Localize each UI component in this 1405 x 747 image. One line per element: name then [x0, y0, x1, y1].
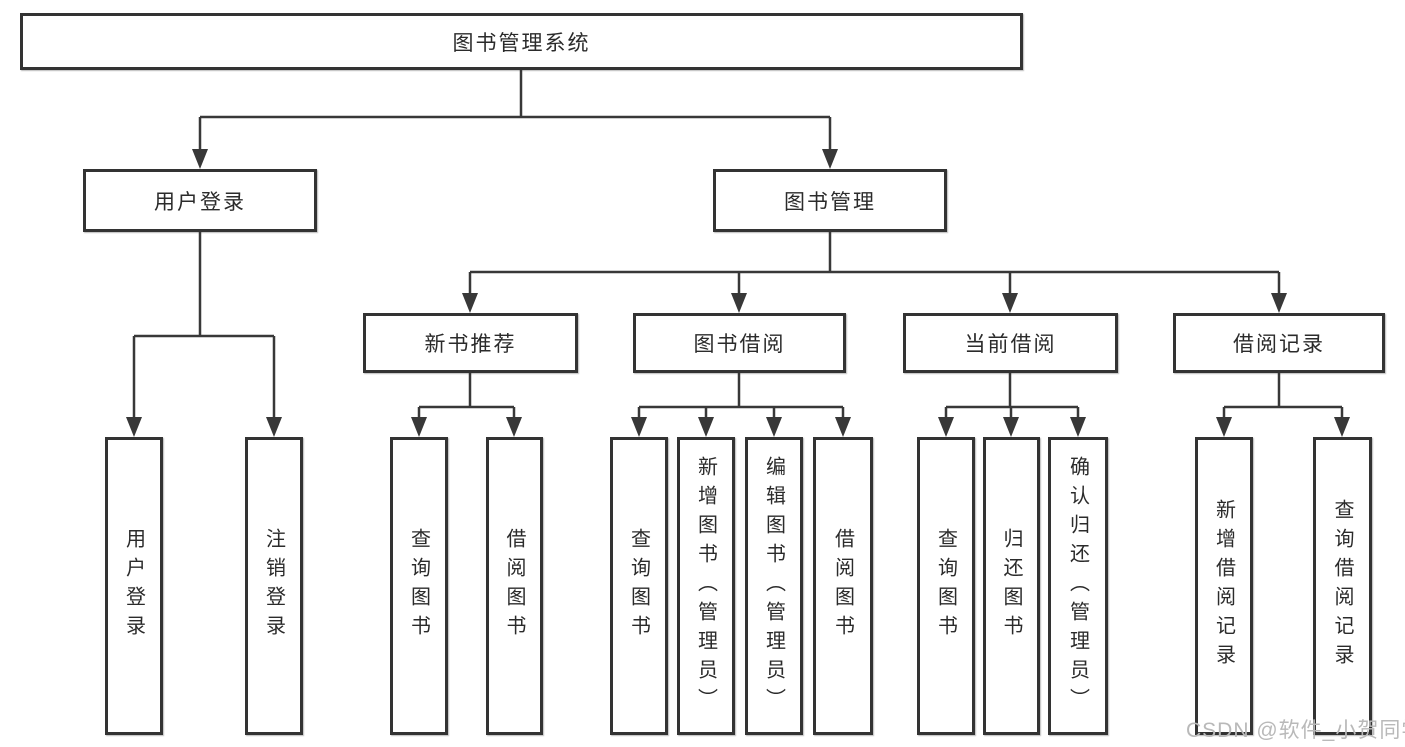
- node-label: 用户登录: [154, 190, 246, 214]
- node-label: 编辑图书（管理员）: [762, 455, 785, 717]
- leaf-edit-book-admin: 编辑图书（管理员）: [745, 437, 803, 735]
- node-root-system: 图书管理系统: [20, 13, 1023, 70]
- csdn-watermark: CSDN @软件_小贺同学: [1186, 719, 1405, 742]
- leaf-borrow-books: 借阅图书: [813, 437, 873, 735]
- node-current-borrow: 当前借阅: [903, 313, 1118, 373]
- node-label: 用户登录: [122, 528, 145, 644]
- node-label: 图书管理: [784, 190, 876, 214]
- node-label: 新增图书（管理员）: [694, 455, 717, 717]
- node-label: 归还图书: [1000, 528, 1022, 644]
- node-label: 当前借阅: [964, 333, 1057, 356]
- leaf-add-book-admin: 新增图书（管理员）: [677, 437, 735, 735]
- leaf-return-book: 归还图书: [983, 437, 1040, 735]
- leaf-query-books-recommend: 查询图书: [390, 437, 448, 735]
- leaf-query-borrow-record: 查询借阅记录: [1313, 437, 1372, 735]
- node-label: 借阅图书: [831, 528, 854, 644]
- leaf-user-login: 用户登录: [105, 437, 163, 735]
- node-label: 注销登录: [262, 528, 285, 644]
- node-label: 查询借阅记录: [1331, 499, 1353, 673]
- node-label: 确认归还（管理员）: [1066, 455, 1089, 717]
- leaf-confirm-return-admin: 确认归还（管理员）: [1048, 437, 1108, 735]
- leaf-logout: 注销登录: [245, 437, 303, 735]
- leaf-query-books-borrow: 查询图书: [610, 437, 668, 735]
- leaf-query-books-current: 查询图书: [917, 437, 975, 735]
- leaf-borrow-books-recommend: 借阅图书: [486, 437, 543, 735]
- node-label: 借阅图书: [503, 528, 525, 644]
- node-book-management: 图书管理: [713, 169, 947, 232]
- node-label: 查询图书: [407, 528, 430, 644]
- node-label: 借阅记录: [1233, 333, 1325, 356]
- node-label: 查询图书: [627, 528, 650, 644]
- node-user-login: 用户登录: [83, 169, 317, 232]
- node-book-borrow: 图书借阅: [633, 313, 846, 373]
- leaf-add-borrow-record: 新增借阅记录: [1195, 437, 1253, 735]
- node-borrow-record: 借阅记录: [1173, 313, 1385, 373]
- node-label: 新增借阅记录: [1212, 499, 1235, 673]
- node-new-book-recommend: 新书推荐: [363, 313, 578, 373]
- node-label: 图书管理系统: [452, 31, 591, 55]
- node-label: 查询图书: [934, 528, 957, 644]
- node-label: 新书推荐: [424, 333, 517, 356]
- node-label: 图书借阅: [693, 333, 786, 356]
